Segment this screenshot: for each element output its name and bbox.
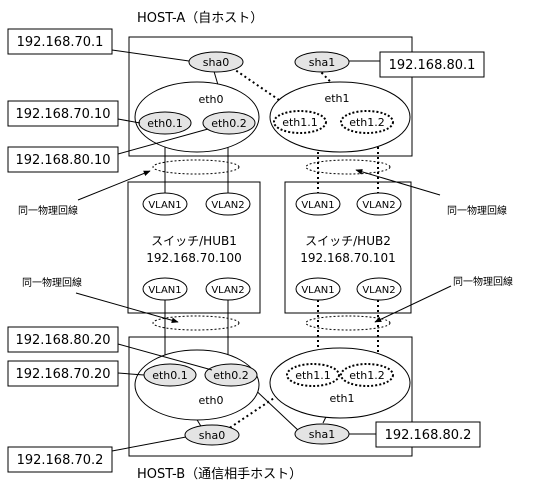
hub2-ip: 192.168.70.101: [300, 251, 395, 265]
host-a-sha1[interactable]: [294, 51, 350, 73]
host-b-sha0[interactable]: [184, 424, 240, 446]
ip-box-b-sha0: [7, 446, 113, 473]
ip-a-eth0-2: 192.168.80.10: [15, 153, 110, 168]
host-a-eth1-oval: [269, 81, 411, 153]
host-b-eth1-oval: [269, 347, 411, 419]
hub1-vlan2-bottom-label: VLAN2: [211, 285, 244, 296]
ip-box-a-eth0-1: [7, 100, 119, 127]
ip-b-sha0: 192.168.70.2: [17, 453, 104, 468]
hub2-name: スイッチ/HUB2: [305, 234, 391, 248]
ip-b-eth0-2: 192.168.80.20: [15, 333, 110, 348]
host-a-eth0-oval: [134, 81, 260, 153]
hub1-vlan2-top-label: VLAN2: [211, 200, 244, 211]
ip-box-a-sha1: [379, 51, 485, 78]
host-a-title: HOST-A（自ホスト）: [137, 11, 263, 26]
ip-b-sha1: 192.168.80.2: [385, 428, 472, 443]
host-a-sha1-label: sha1: [309, 56, 335, 69]
same-line-annotations: [75, 169, 452, 323]
host-b-eth1-1[interactable]: [286, 363, 340, 387]
host-b-eth1-label: eth1: [329, 392, 354, 405]
host-b-eth0-1-label: eth0.1: [152, 369, 188, 382]
host-b-eth0-2[interactable]: [204, 363, 258, 387]
host-a-eth0-1-label: eth0.1: [147, 117, 183, 130]
host-b-eth0-2-label: eth0.2: [213, 369, 249, 382]
same-line-label-tr: 同一物理回線: [447, 204, 507, 217]
hub2-vlan2-top[interactable]: [356, 192, 402, 216]
host-a-eth1-1-label: eth1.1: [282, 116, 318, 129]
ip-callouts: 192.168.70.1 192.168.80.1 192.168.70.10 …: [7, 28, 485, 473]
same-line-label-bl: 同一物理回線: [22, 276, 82, 289]
hub2-vlan2-top-label: VLAN2: [362, 200, 395, 211]
host-b-eth1-2[interactable]: [340, 363, 394, 387]
host-a-sha0[interactable]: [188, 51, 244, 73]
ip-box-b-eth0-2: [7, 326, 119, 353]
hub2-vlan1-bottom-label: VLAN1: [301, 285, 334, 296]
host-a-eth1-label: eth1: [324, 92, 349, 105]
host-b-sha1-label: sha1: [309, 428, 335, 441]
ip-a-sha0: 192.168.70.1: [17, 35, 104, 50]
host-a-sha0-label: sha0: [203, 56, 229, 69]
ip-a-sha1: 192.168.80.1: [389, 58, 476, 73]
hub2-vlan1-bottom[interactable]: [295, 277, 341, 301]
hub1-vlan2-bottom[interactable]: [205, 277, 251, 301]
hub2-vlan1-top[interactable]: [295, 192, 341, 216]
hub1-vlan1-bottom-label: VLAN1: [148, 285, 181, 296]
hub1-vlans: VLAN1 VLAN2 VLAN1 VLAN2: [142, 192, 251, 301]
hub2-vlan2-bottom[interactable]: [356, 277, 402, 301]
ip-box-a-sha0: [7, 28, 113, 55]
host-a-eth0-2[interactable]: [202, 111, 256, 135]
host-a-eth0-2-label: eth0.2: [211, 117, 247, 130]
host-b-sha0-label: sha0: [199, 429, 225, 442]
hub1-name: スイッチ/HUB1: [151, 234, 237, 248]
host-b-eth1-2-label: eth1.2: [349, 369, 385, 382]
same-line-label-tl: 同一物理回線: [18, 204, 78, 217]
host-b-eth0-label: eth0: [198, 394, 223, 407]
hub1-ip: 192.168.70.100: [146, 251, 241, 265]
hub2-vlans: VLAN1 VLAN2 VLAN1 VLAN2: [295, 192, 402, 301]
ip-b-eth0-1: 192.168.70.20: [15, 367, 110, 382]
ip-a-eth0-1: 192.168.70.10: [15, 107, 110, 122]
host-b-title: HOST-B（通信相手ホスト）: [137, 467, 302, 482]
hub2-vlan1-top-label: VLAN1: [301, 200, 334, 211]
host-a-eth1-2-label: eth1.2: [349, 116, 385, 129]
same-line-rings: [152, 159, 391, 331]
ip-box-a-eth0-2: [7, 146, 119, 173]
hub1-vlan1-bottom[interactable]: [142, 277, 188, 301]
host-a-eth1-1[interactable]: [273, 110, 327, 134]
hub2-vlan2-bottom-label: VLAN2: [362, 285, 395, 296]
same-line-label-br: 同一物理回線: [453, 275, 513, 288]
host-a-eth0-label: eth0: [198, 93, 223, 106]
hub1-vlan1-top-label: VLAN1: [148, 200, 181, 211]
hub1-vlan2-top[interactable]: [205, 192, 251, 216]
host-b-eth1-1-label: eth1.1: [295, 369, 331, 382]
host-a-eth1-2[interactable]: [340, 110, 394, 134]
hub1-vlan1-top[interactable]: [142, 192, 188, 216]
